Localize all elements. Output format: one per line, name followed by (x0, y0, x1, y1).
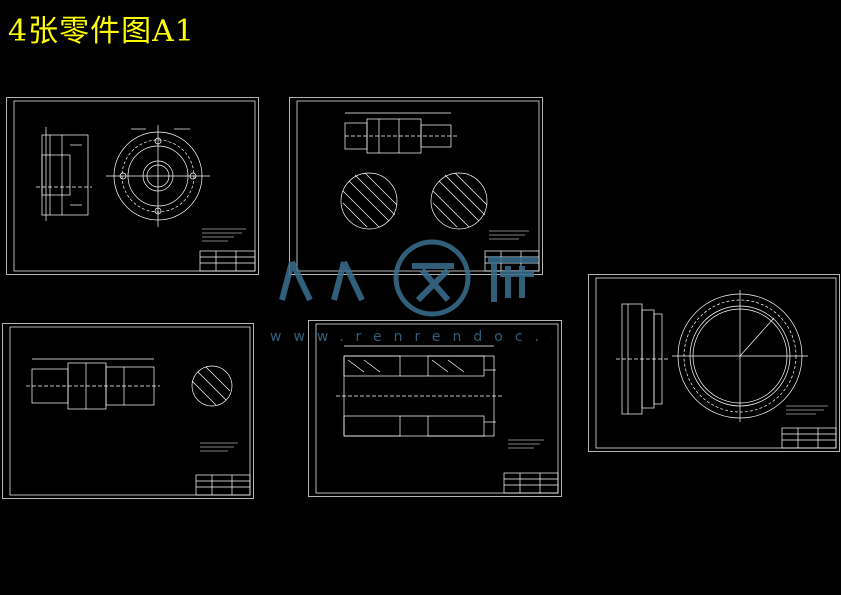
notes (508, 439, 544, 449)
stepped-shaft-view (26, 358, 160, 410)
title-block (503, 472, 559, 494)
ring-side-view (616, 303, 668, 415)
page-title: 4张零件图A1 (8, 14, 195, 49)
drawing-sheet-1[interactable] (6, 97, 259, 275)
drawing-sheet-2[interactable] (289, 97, 543, 275)
section-b (430, 172, 488, 230)
title-block (195, 474, 251, 496)
front-view (106, 125, 210, 227)
side-view (36, 127, 92, 221)
notes (200, 442, 238, 452)
sleeve-view (336, 345, 502, 437)
notes (202, 228, 246, 242)
ring-front-view (672, 290, 808, 422)
drawing-sheet-5[interactable] (588, 274, 840, 452)
section-a (340, 172, 398, 230)
notes (786, 405, 828, 415)
section-view (191, 365, 233, 407)
notes (489, 230, 529, 240)
shaft-view (344, 112, 459, 154)
drawing-sheet-3[interactable] (2, 323, 254, 499)
title-block (199, 250, 256, 272)
title-block (781, 427, 837, 449)
drawing-sheet-4[interactable] (308, 320, 562, 497)
title-block (484, 250, 540, 272)
